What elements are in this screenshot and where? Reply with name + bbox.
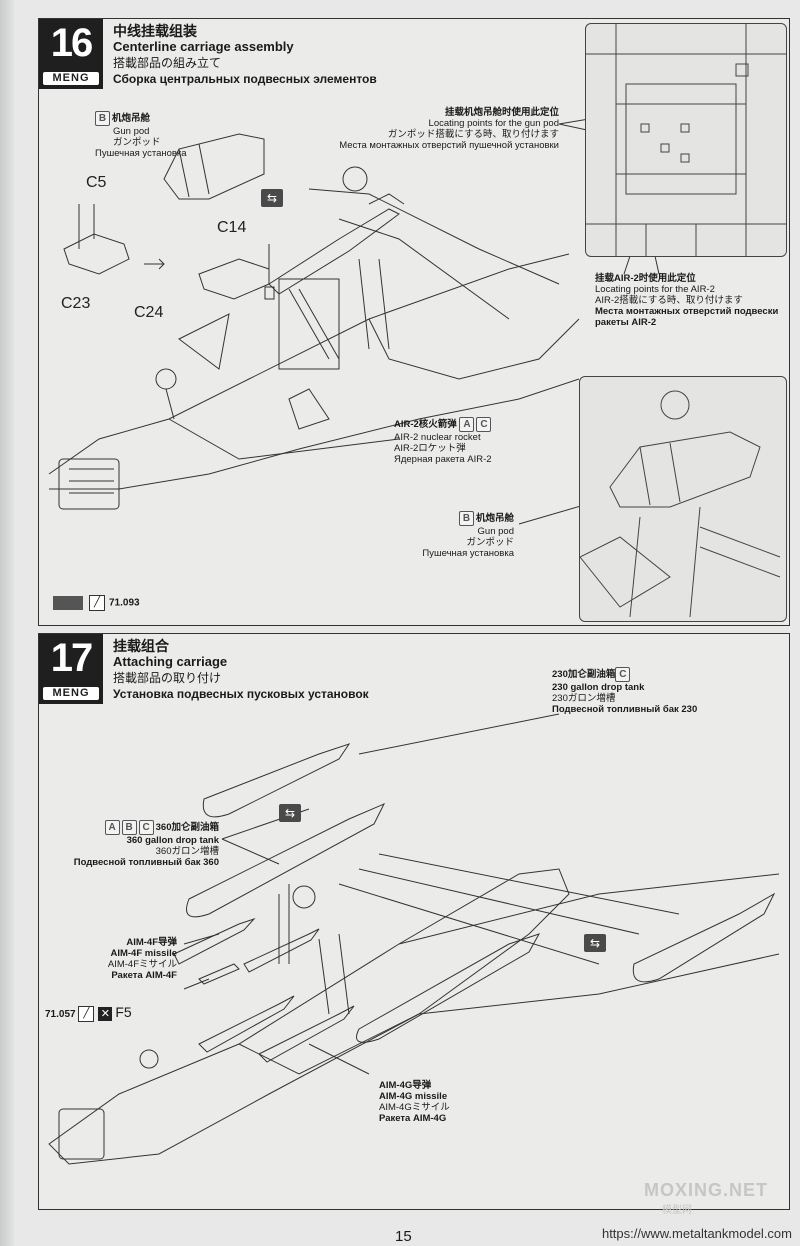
step-number: 17 [50,636,94,680]
title-ja: 搭載部品の組み立て [113,56,222,70]
part-tag-a: A [104,820,120,835]
locating-gun-zh: 挂载机炮吊舱时使用此定位 [444,107,559,118]
title-en: Centerline carriage assembly [113,39,294,54]
flip-icon: ⇆ [584,934,606,952]
locating-air2-ru: Места монтажных отверстий подвески ракет… [595,306,779,328]
locating-air2-label: 挂载AIR-2时使用此定位 Locating points for the AI… [595,273,785,328]
part-tag-b2: B [458,511,474,526]
gun-pod-2-zh: 机炮吊舱 [475,513,514,525]
aim4g-en: AIM-4G missile [379,1091,448,1102]
part-tag-c: C [476,417,492,432]
gun-pod-en: Gun pod [113,126,150,137]
aim4g-zh: AIM-4G导弹 [379,1080,432,1091]
gun-pod-zh: 机炮吊舱 [112,113,151,125]
tank230-en: 230 gallon drop tank [552,682,645,693]
decal-number: F5 [115,1004,132,1020]
air2-ja: AIR-2ロケット弾 [394,443,466,454]
tank230-ja: 230ガロン増槽 [552,693,616,704]
title-ja: 搭載部品の取り付け [113,671,222,685]
aim4f-ja: AIM-4Fミサイル [107,959,177,970]
tank360-en: 360 gallon drop tank [126,835,219,846]
watermark-sub: 模型网 [662,1205,692,1216]
step-17-heading: 挂载组合 Attaching carriage 搭載部品の取り付け Устано… [113,638,369,702]
gun-pod-2-ru: Пушечная установка [422,548,514,559]
locating-gun-en: Locating points for the gun pod [428,118,559,129]
locating-gun-ru: Места монтажных отверстий пушечной устан… [339,140,559,151]
aim4f-label: AIM-4F导弹 AIM-4F missile AIM-4Fミサイル Ракет… [49,937,177,981]
brush-icon: ╱ [89,595,105,611]
step-16-panel: 16 MENG 中线挂载组装 Centerline carriage assem… [38,18,790,626]
tank360-ja: 360ガロン増槽 [155,846,219,857]
step-17-drawing [48,713,780,1165]
step-16-heading: 中线挂载组装 Centerline carriage assembly 搭載部品… [113,23,377,87]
part-tag-c: C [615,667,631,682]
locating-air2-zh: 挂载AIR-2时使用此定位 [595,273,696,284]
part-tag-a: A [459,417,475,432]
part-tag-b: B [121,820,137,835]
air2-ru: Ядерная ракета AIR-2 [394,454,492,465]
locating-gun-label: 挂载机炮吊舱时使用此定位 Locating points for the gun… [294,107,559,151]
flip-icon: ⇆ [279,804,301,822]
part-tag-b: B [95,111,110,126]
page-binding-edge [0,0,14,1246]
aim4f-en: AIM-4F missile [110,948,177,959]
step-16-badge: 16 MENG [39,19,103,89]
inset-locating-points [585,23,787,257]
part-c24: C24 [134,304,164,321]
decal-icon: ✕ [98,1007,113,1022]
air2-en: AIR-2 nuclear rocket [394,432,481,443]
aim4g-ja: AIM-4Gミサイル [379,1102,450,1113]
paint-callout-17: 71.057 ╱✕F5 [45,1004,132,1023]
gun-pod-ru: Пушечная установка [95,148,187,159]
tank230-ru: Подвесной топливный бак 230 [552,704,698,715]
locating-gun-ja: ガンポッド搭載にする時、取り付けます [387,129,559,140]
aim4g-ru: Ракета AIM-4G [379,1113,447,1124]
aim4f-zh: AIM-4F导弹 [126,937,177,948]
inset-gun-pod [579,376,787,622]
page-number: 15 [395,1228,412,1245]
title-ru: Сборка центральных подвесных элементов [113,72,377,86]
title-zh: 中线挂载组装 [113,23,197,39]
title-ru: Установка подвесных пусковых установок [113,687,369,701]
source-url[interactable]: https://www.metaltankmodel.com [601,1226,792,1241]
air2-zh: AIR-2核火箭弹 [394,419,457,431]
locating-air2-en: Locating points for the AIR-2 [595,284,715,295]
paint-swatch [53,596,83,610]
part-c5: C5 [86,174,107,191]
watermark: MOXING.NET [644,1180,769,1200]
aim4g-label: AIM-4G导弹 AIM-4G missile AIM-4Gミサイル Ракет… [379,1080,450,1124]
gun-pod-2-en: Gun pod [477,526,514,537]
tank360-ru: Подвесной топливный бак 360 [73,857,219,868]
brush-icon: ╱ [78,1006,95,1023]
inset-locating-drawing [586,24,786,256]
step-17-panel: 17 MENG 挂载组合 Attaching carriage 搭載部品の取り付… [38,633,790,1210]
flip-icon: ⇆ [261,189,283,207]
gun-pod-2-ja: ガンポッド [466,537,514,548]
gun-pod-ja: ガンポッド [113,137,161,148]
locating-air2-ja: AIR-2搭載にする時、取り付けます [595,295,743,306]
inset-gun-pod-drawing [580,390,781,618]
part-tag-c: C [138,820,154,835]
meng-logo: MENG [43,687,99,700]
tank230-zh: 230加仑副油箱 [552,669,616,681]
paint-code: 71.057 [45,1009,76,1020]
step-17-badge: 17 MENG [39,634,103,704]
part-c23: C23 [61,295,91,312]
title-en: Attaching carriage [113,654,228,669]
tank360-zh: 360加仑副油箱 [155,822,219,834]
paint-code: 71.093 [109,597,140,609]
part-c14: C14 [217,219,247,236]
meng-logo: MENG [43,72,99,85]
step-number: 16 [50,21,94,65]
paint-callout-16: ╱ 71.093 [53,595,140,611]
aim4f-ru: Ракета AIM-4F [111,970,177,981]
title-zh: 挂载组合 [113,638,169,654]
